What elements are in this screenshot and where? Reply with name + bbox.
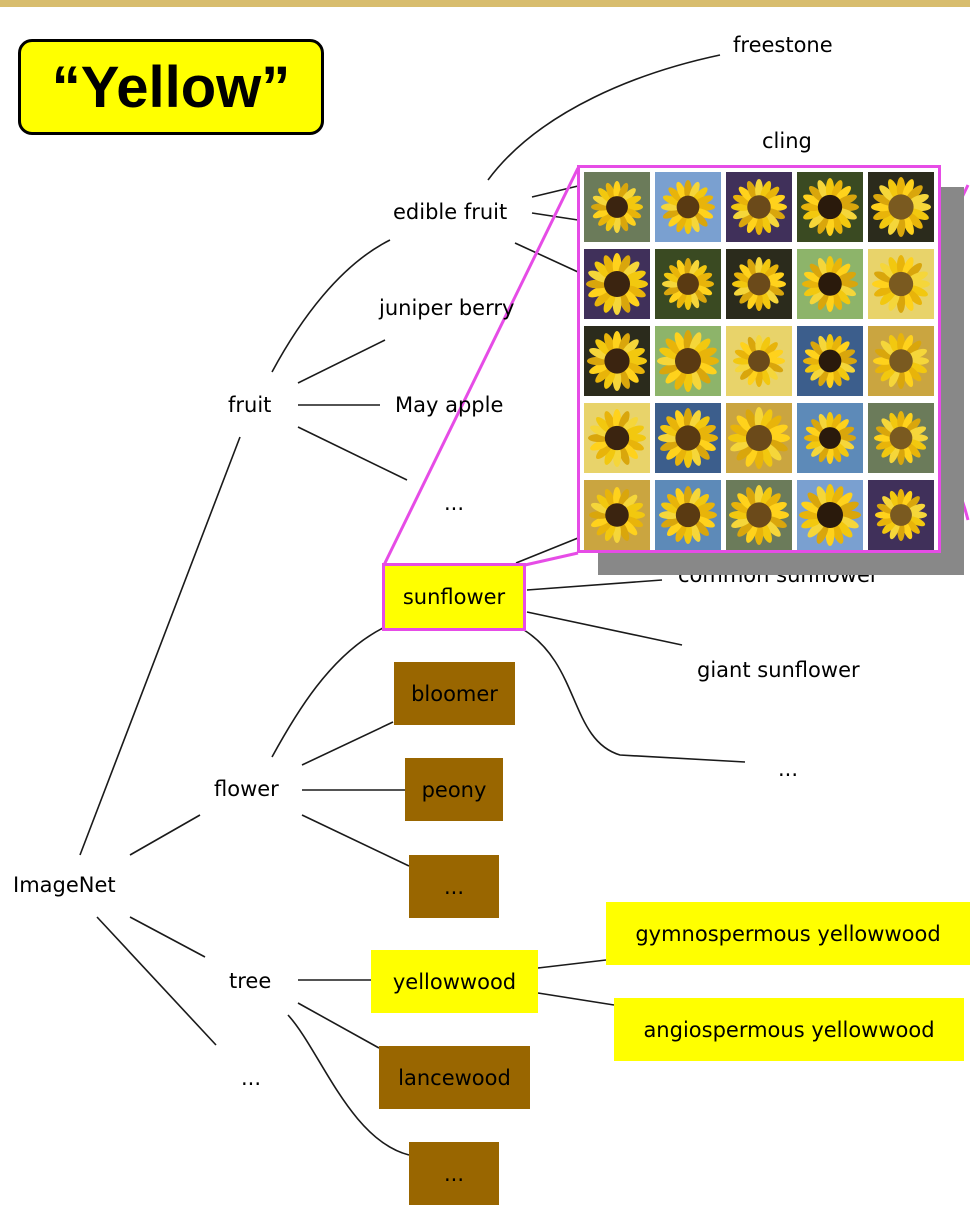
node-bloomer: bloomer (394, 662, 515, 725)
sunflower-thumbnail (655, 403, 721, 473)
node-yellowwood: yellowwood (371, 950, 538, 1013)
sunflower-thumbnail (726, 480, 792, 550)
sunflower-thumbnail (726, 249, 792, 319)
node-juniper-berry: juniper berry (379, 296, 515, 320)
sunflower-thumbnail (655, 326, 721, 396)
sunflower-thumbnail (584, 403, 650, 473)
node-gymnospermous-yellowwood: gymnospermous yellowwood (606, 902, 970, 965)
top-accent-bar (0, 0, 970, 7)
node-sunflower: sunflower (382, 563, 526, 631)
sunflower-thumbnail (655, 249, 721, 319)
sunflower-thumbnail (655, 480, 721, 550)
node-edible-fruit: edible fruit (393, 200, 508, 224)
sunflower-thumbnail (726, 172, 792, 242)
sunflower-thumbnail (797, 249, 863, 319)
sunflower-thumbnail (797, 172, 863, 242)
node-tree: tree (229, 969, 272, 993)
node-freestone: freestone (733, 33, 833, 57)
node-fruit-more: ... (444, 491, 465, 515)
node-lancewood: lancewood (379, 1046, 530, 1109)
sunflower-thumbnail (868, 172, 934, 242)
node-flower: flower (214, 777, 279, 801)
thumbnail-collage (584, 172, 934, 550)
sunflower-thumbnail (868, 403, 934, 473)
sunflower-thumbnail (797, 480, 863, 550)
sunflower-image-grid (577, 165, 941, 553)
node-may-apple: May apple (395, 393, 504, 417)
sunflower-thumbnail (584, 249, 650, 319)
node-imagenet: ImageNet (13, 873, 116, 897)
sunflower-thumbnail (726, 326, 792, 396)
sunflower-thumbnail (584, 480, 650, 550)
sunflower-thumbnail (655, 172, 721, 242)
sunflower-thumbnail (726, 403, 792, 473)
node-giant-sunflower: giant sunflower (697, 658, 860, 682)
sunflower-thumbnail (797, 326, 863, 396)
sunflower-thumbnail (584, 326, 650, 396)
node-cling: cling (762, 129, 812, 153)
node-sunflower-more: ... (778, 757, 799, 781)
sunflower-thumbnail (584, 172, 650, 242)
node-fruit: fruit (228, 393, 272, 417)
node-root-more: ... (241, 1066, 262, 1090)
node-angiospermous-yellowwood: angiospermous yellowwood (614, 998, 964, 1061)
sunflower-thumbnail (797, 403, 863, 473)
sunflower-thumbnail (868, 249, 934, 319)
sunflower-thumbnail (868, 480, 934, 550)
node-tree-more: ... (409, 1142, 499, 1205)
node-peony: peony (405, 758, 503, 821)
node-flower-more: ... (409, 855, 499, 918)
title-badge: “Yellow” (18, 39, 324, 135)
sunflower-thumbnail (868, 326, 934, 396)
